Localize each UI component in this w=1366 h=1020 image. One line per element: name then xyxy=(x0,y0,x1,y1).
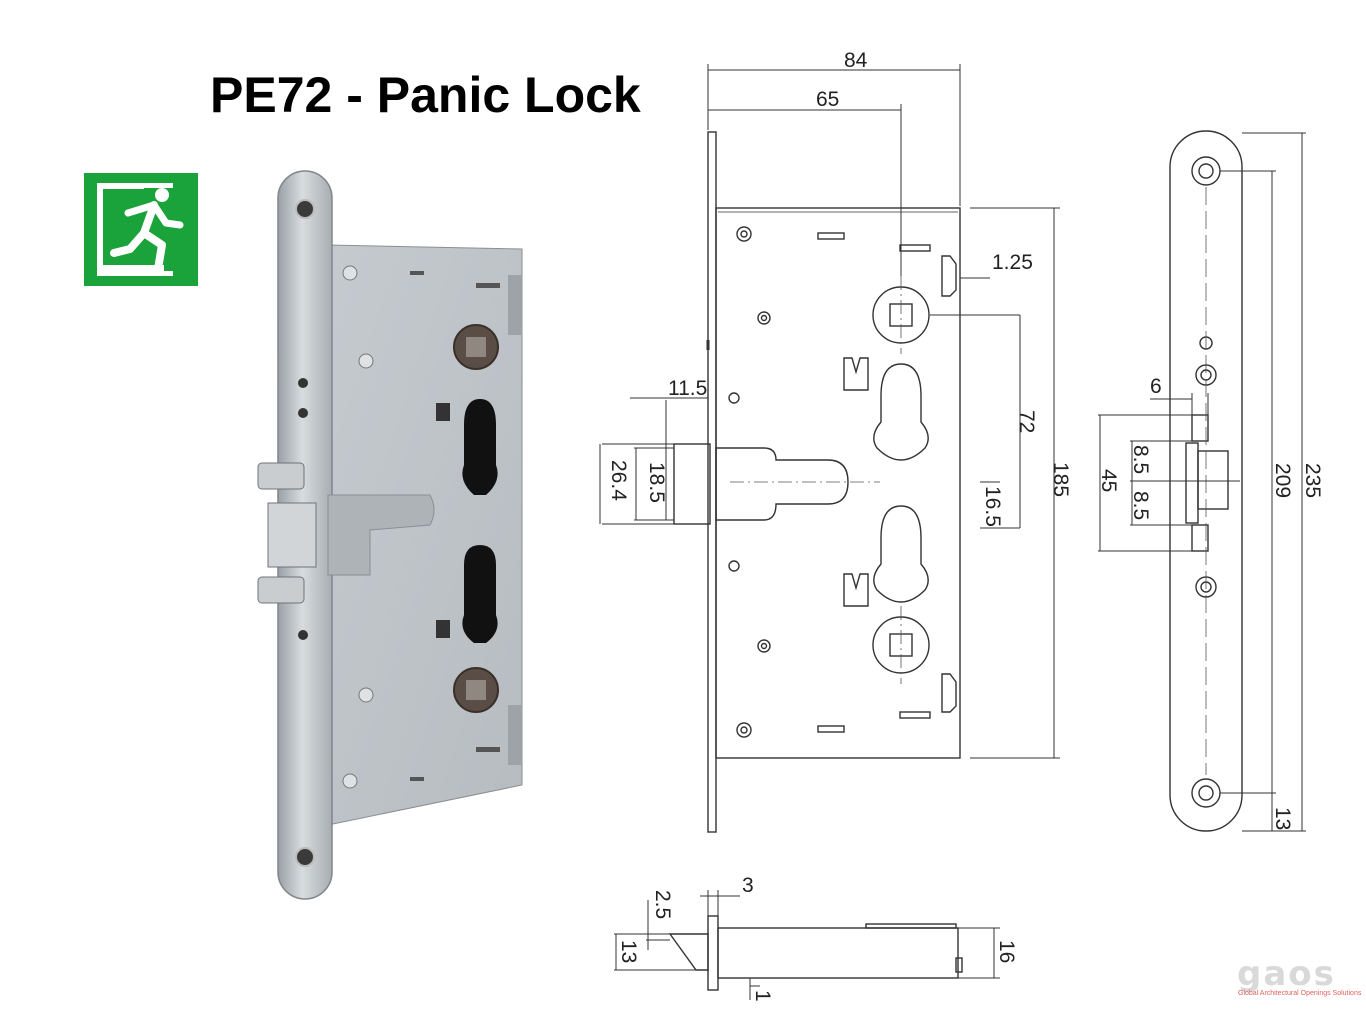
dim-hole-centers: 209 xyxy=(1271,463,1294,498)
page-title: PE72 - Panic Lock xyxy=(210,67,641,123)
dim-bottom-offset: 2.5 xyxy=(651,890,674,919)
dim-latch-height: 18.5 xyxy=(645,462,668,503)
running-man-exit-icon xyxy=(84,173,198,286)
dim-backset: 65 xyxy=(816,88,839,111)
dim-bottom-latch-height: 13 xyxy=(617,940,640,963)
dim-bolt-gap: 6 xyxy=(1150,375,1162,398)
panic-lock-photo xyxy=(257,170,523,900)
dim-case-depth: 16 xyxy=(995,940,1018,963)
dim-latch-projection: 11.5 xyxy=(668,377,707,400)
dim-cylinder-centers: 72 xyxy=(1015,410,1038,433)
logo-tagline: Global Architectural Openings Solutions xyxy=(1238,990,1362,997)
dim-cylinder-offset: 16.5 xyxy=(981,486,1004,527)
dim-latch-outer: 26.4 xyxy=(607,460,630,501)
dim-plate-thickness: 3 xyxy=(742,874,754,897)
gaos-logo: gaos xyxy=(1237,954,1336,994)
dim-latch-lower: 8.5 xyxy=(1129,491,1152,520)
bottom-view-drawing: 3 2.5 13 16 1 xyxy=(614,874,1018,1002)
dim-latch-span: 45 xyxy=(1097,469,1120,492)
dim-overall-width: 84 xyxy=(844,50,868,72)
front-view-drawing: 84 65 1.25 11.5 72 16.5 185 18.5 26.4 xyxy=(599,50,1072,833)
dim-latch-upper: 8.5 xyxy=(1129,445,1152,474)
dim-plate-length: 235 xyxy=(1301,463,1324,498)
side-view-drawing: 6 8.5 8.5 45 209 235 13 xyxy=(1097,130,1324,832)
dim-bottom-gap: 1 xyxy=(751,990,774,1002)
dim-deadbolt-offset: 1.25 xyxy=(992,251,1033,274)
dim-plate-end: 13 xyxy=(1271,807,1294,830)
dim-case-height: 185 xyxy=(1049,462,1072,497)
